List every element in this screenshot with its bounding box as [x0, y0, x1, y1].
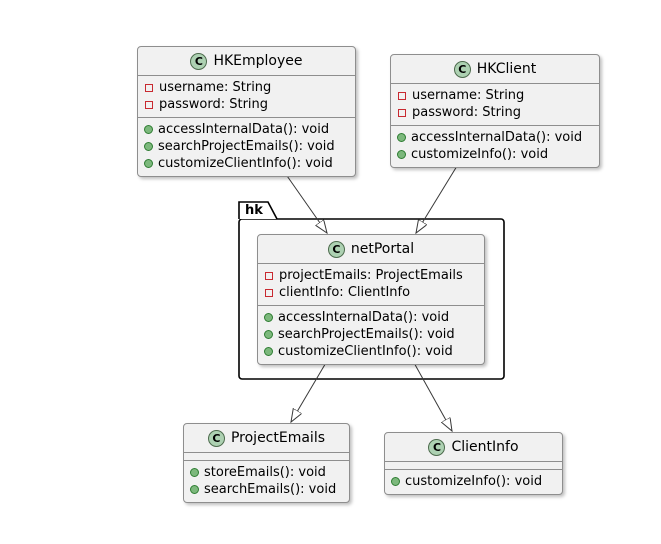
class-icon: C	[207, 429, 225, 447]
class-projectemails[interactable]: C ProjectEmails storeEmails(): void sear…	[183, 423, 350, 503]
methods-compartment: accessInternalData(): void searchProject…	[138, 117, 355, 176]
public-method-icon	[144, 142, 153, 151]
method-text: searchEmails(): void	[204, 482, 337, 497]
arrow-netportal-to-projectemails	[291, 360, 328, 422]
private-field-icon	[398, 91, 406, 100]
methods-compartment: accessInternalData(): void searchProject…	[258, 305, 484, 364]
public-method-icon	[264, 313, 273, 322]
class-name: netPortal	[350, 241, 415, 257]
class-icon: C	[428, 438, 446, 456]
attribute-text: password: String	[412, 105, 522, 120]
attribute-text: username: String	[159, 80, 272, 95]
attributes-compartment-empty	[184, 452, 349, 460]
class-method: searchProjectEmails(): void	[264, 326, 476, 343]
method-text: customizeClientInfo(): void	[278, 344, 453, 359]
method-text: accessInternalData(): void	[411, 130, 583, 145]
attribute-text: projectEmails: ProjectEmails	[279, 268, 463, 283]
class-attribute: clientInfo: ClientInfo	[264, 284, 476, 301]
method-text: customizeInfo(): void	[405, 474, 543, 489]
class-projectemails-header: C ProjectEmails	[184, 424, 349, 452]
package-hk-tab	[238, 201, 278, 220]
attributes-compartment-empty	[385, 461, 562, 469]
private-field-icon	[145, 100, 153, 109]
class-attribute: username: String	[397, 87, 591, 104]
method-text: searchProjectEmails(): void	[158, 139, 335, 154]
method-text: searchProjectEmails(): void	[278, 327, 455, 342]
private-field-icon	[265, 288, 273, 297]
class-netportal[interactable]: C netPortal projectEmails: ProjectEmails…	[257, 234, 485, 365]
private-field-icon	[265, 271, 273, 280]
public-method-icon	[264, 347, 273, 356]
public-method-icon	[190, 468, 199, 477]
method-text: customizeInfo(): void	[411, 147, 549, 162]
attribute-text: clientInfo: ClientInfo	[279, 285, 411, 300]
methods-compartment: storeEmails(): void searchEmails(): void	[184, 460, 349, 502]
method-text: storeEmails(): void	[204, 465, 326, 480]
class-method: searchEmails(): void	[190, 481, 341, 498]
class-hkemployee[interactable]: C HKEmployee username: String password: …	[137, 46, 356, 177]
attributes-compartment: projectEmails: ProjectEmails clientInfo:…	[258, 263, 484, 305]
method-text: accessInternalData(): void	[278, 310, 450, 325]
class-method: searchProjectEmails(): void	[144, 138, 347, 155]
arrow-netportal-to-clientinfo	[412, 360, 452, 431]
class-icon: C	[327, 240, 345, 258]
class-attribute: username: String	[144, 79, 347, 96]
class-method: storeEmails(): void	[190, 464, 341, 481]
public-method-icon	[144, 125, 153, 134]
public-method-icon	[397, 150, 406, 159]
class-icon: C	[453, 60, 471, 78]
class-method: accessInternalData(): void	[144, 121, 347, 138]
private-field-icon	[398, 108, 406, 117]
arrow-hkclient-to-netportal	[416, 165, 458, 233]
class-name: HKEmployee	[213, 53, 303, 69]
class-method: customizeClientInfo(): void	[264, 343, 476, 360]
method-text: accessInternalData(): void	[158, 122, 330, 137]
public-method-icon	[397, 133, 406, 142]
public-method-icon	[391, 477, 400, 486]
public-method-icon	[264, 330, 273, 339]
public-method-icon	[190, 485, 199, 494]
methods-compartment: accessInternalData(): void customizeInfo…	[391, 125, 599, 167]
class-clientinfo[interactable]: C ClientInfo customizeInfo(): void	[384, 432, 563, 495]
arrow-hkemployee-to-netportal	[284, 172, 327, 233]
class-attribute: projectEmails: ProjectEmails	[264, 267, 476, 284]
attributes-compartment: username: String password: String	[391, 83, 599, 125]
class-netportal-header: C netPortal	[258, 235, 484, 263]
class-method: customizeInfo(): void	[391, 473, 554, 490]
class-hkclient-header: C HKClient	[391, 55, 599, 83]
package-hk-label: hk	[245, 203, 263, 218]
attribute-text: username: String	[412, 88, 525, 103]
class-clientinfo-header: C ClientInfo	[385, 433, 562, 461]
public-method-icon	[144, 159, 153, 168]
class-method: accessInternalData(): void	[264, 309, 476, 326]
private-field-icon	[145, 83, 153, 92]
class-hkemployee-header: C HKEmployee	[138, 47, 355, 75]
class-hkclient[interactable]: C HKClient username: String password: St…	[390, 54, 600, 168]
class-method: accessInternalData(): void	[397, 129, 591, 146]
class-name: ProjectEmails	[230, 430, 326, 446]
class-name: HKClient	[476, 61, 537, 77]
methods-compartment: customizeInfo(): void	[385, 469, 562, 494]
attributes-compartment: username: String password: String	[138, 75, 355, 117]
method-text: customizeClientInfo(): void	[158, 156, 333, 171]
class-method: customizeInfo(): void	[397, 146, 591, 163]
attribute-text: password: String	[159, 97, 269, 112]
class-attribute: password: String	[144, 96, 347, 113]
class-attribute: password: String	[397, 104, 591, 121]
class-icon: C	[190, 52, 208, 70]
class-method: customizeClientInfo(): void	[144, 155, 347, 172]
class-name: ClientInfo	[451, 439, 519, 455]
